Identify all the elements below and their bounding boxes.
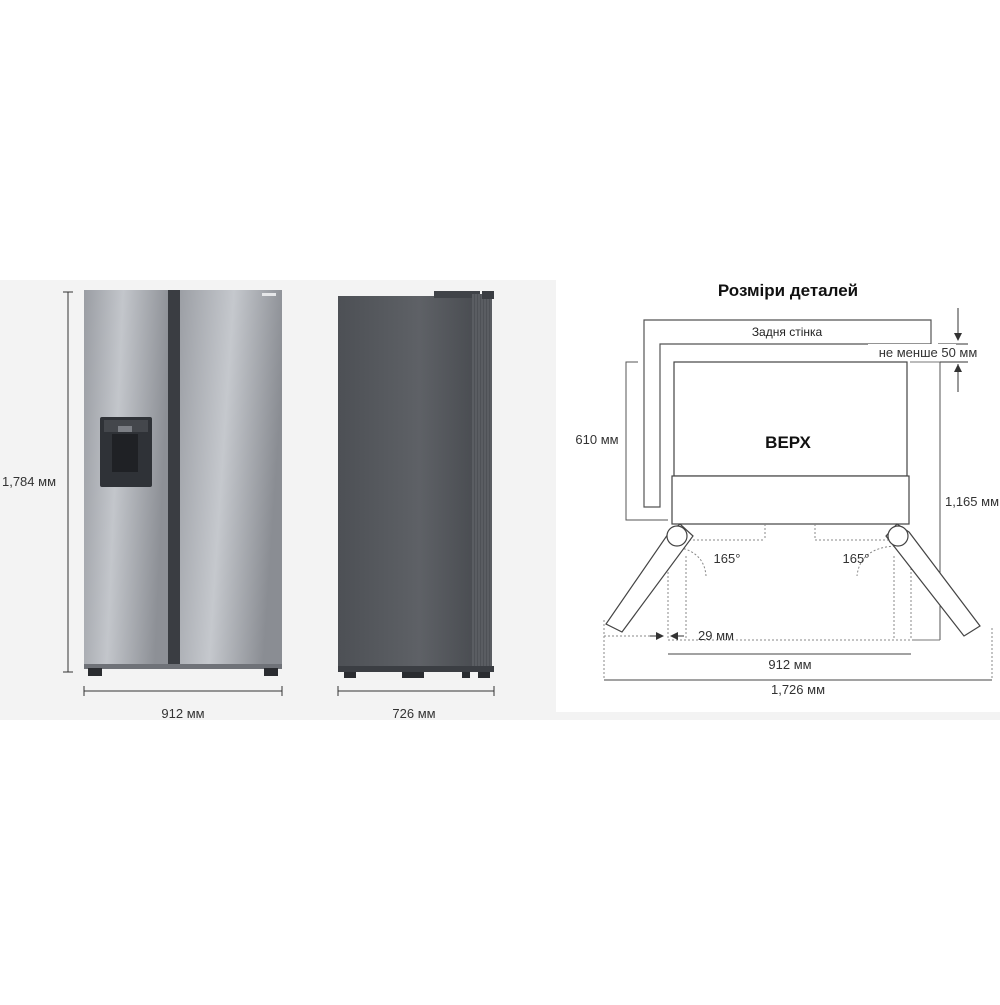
top-view: Розміри деталей Задня стінка не менше 50… <box>575 281 999 697</box>
side-depth-label: 726 мм <box>392 706 435 721</box>
clearance-label: не менше 50 мм <box>879 345 978 360</box>
total-width-label: 1,726 мм <box>771 682 825 697</box>
doors-closed-outline <box>671 475 910 525</box>
gap-label: 29 мм <box>698 628 734 643</box>
gap-arrow-right <box>670 632 678 640</box>
fridge-door <box>180 290 282 668</box>
width-label: 912 мм <box>768 657 811 672</box>
front-view: 1,784 мм 912 мм <box>2 290 283 721</box>
fridge-top-body <box>673 361 908 477</box>
depth-label: 610 мм <box>575 432 618 447</box>
right-hinge <box>887 525 909 547</box>
front-width-label: 912 мм <box>161 706 204 721</box>
side-door-edge <box>472 294 492 672</box>
fridge-side-body <box>338 296 474 672</box>
top-label: ВЕРХ <box>765 433 811 452</box>
door-gap <box>168 290 180 668</box>
depth-bracket <box>625 361 668 521</box>
side-foot-rear <box>344 672 356 678</box>
side-view: 726 мм <box>337 291 495 721</box>
right-door-open <box>885 523 981 637</box>
side-foot-front <box>478 672 490 678</box>
back-wall-label: Задня стінка <box>752 325 823 339</box>
front-height-label: 1,784 мм <box>2 474 56 489</box>
total-depth-label: 1,165 мм <box>945 494 999 509</box>
gap-arrow-left <box>656 632 664 640</box>
brand-logo <box>262 293 276 296</box>
front-foot-right <box>264 668 278 676</box>
front-foot-left <box>88 668 102 676</box>
left-hinge <box>666 525 688 547</box>
right-panel-bottom-strip <box>556 712 1000 720</box>
top-view-title: Розміри деталей <box>718 281 858 300</box>
angle-left-label: 165° <box>714 551 741 566</box>
angle-right-label: 165° <box>843 551 870 566</box>
